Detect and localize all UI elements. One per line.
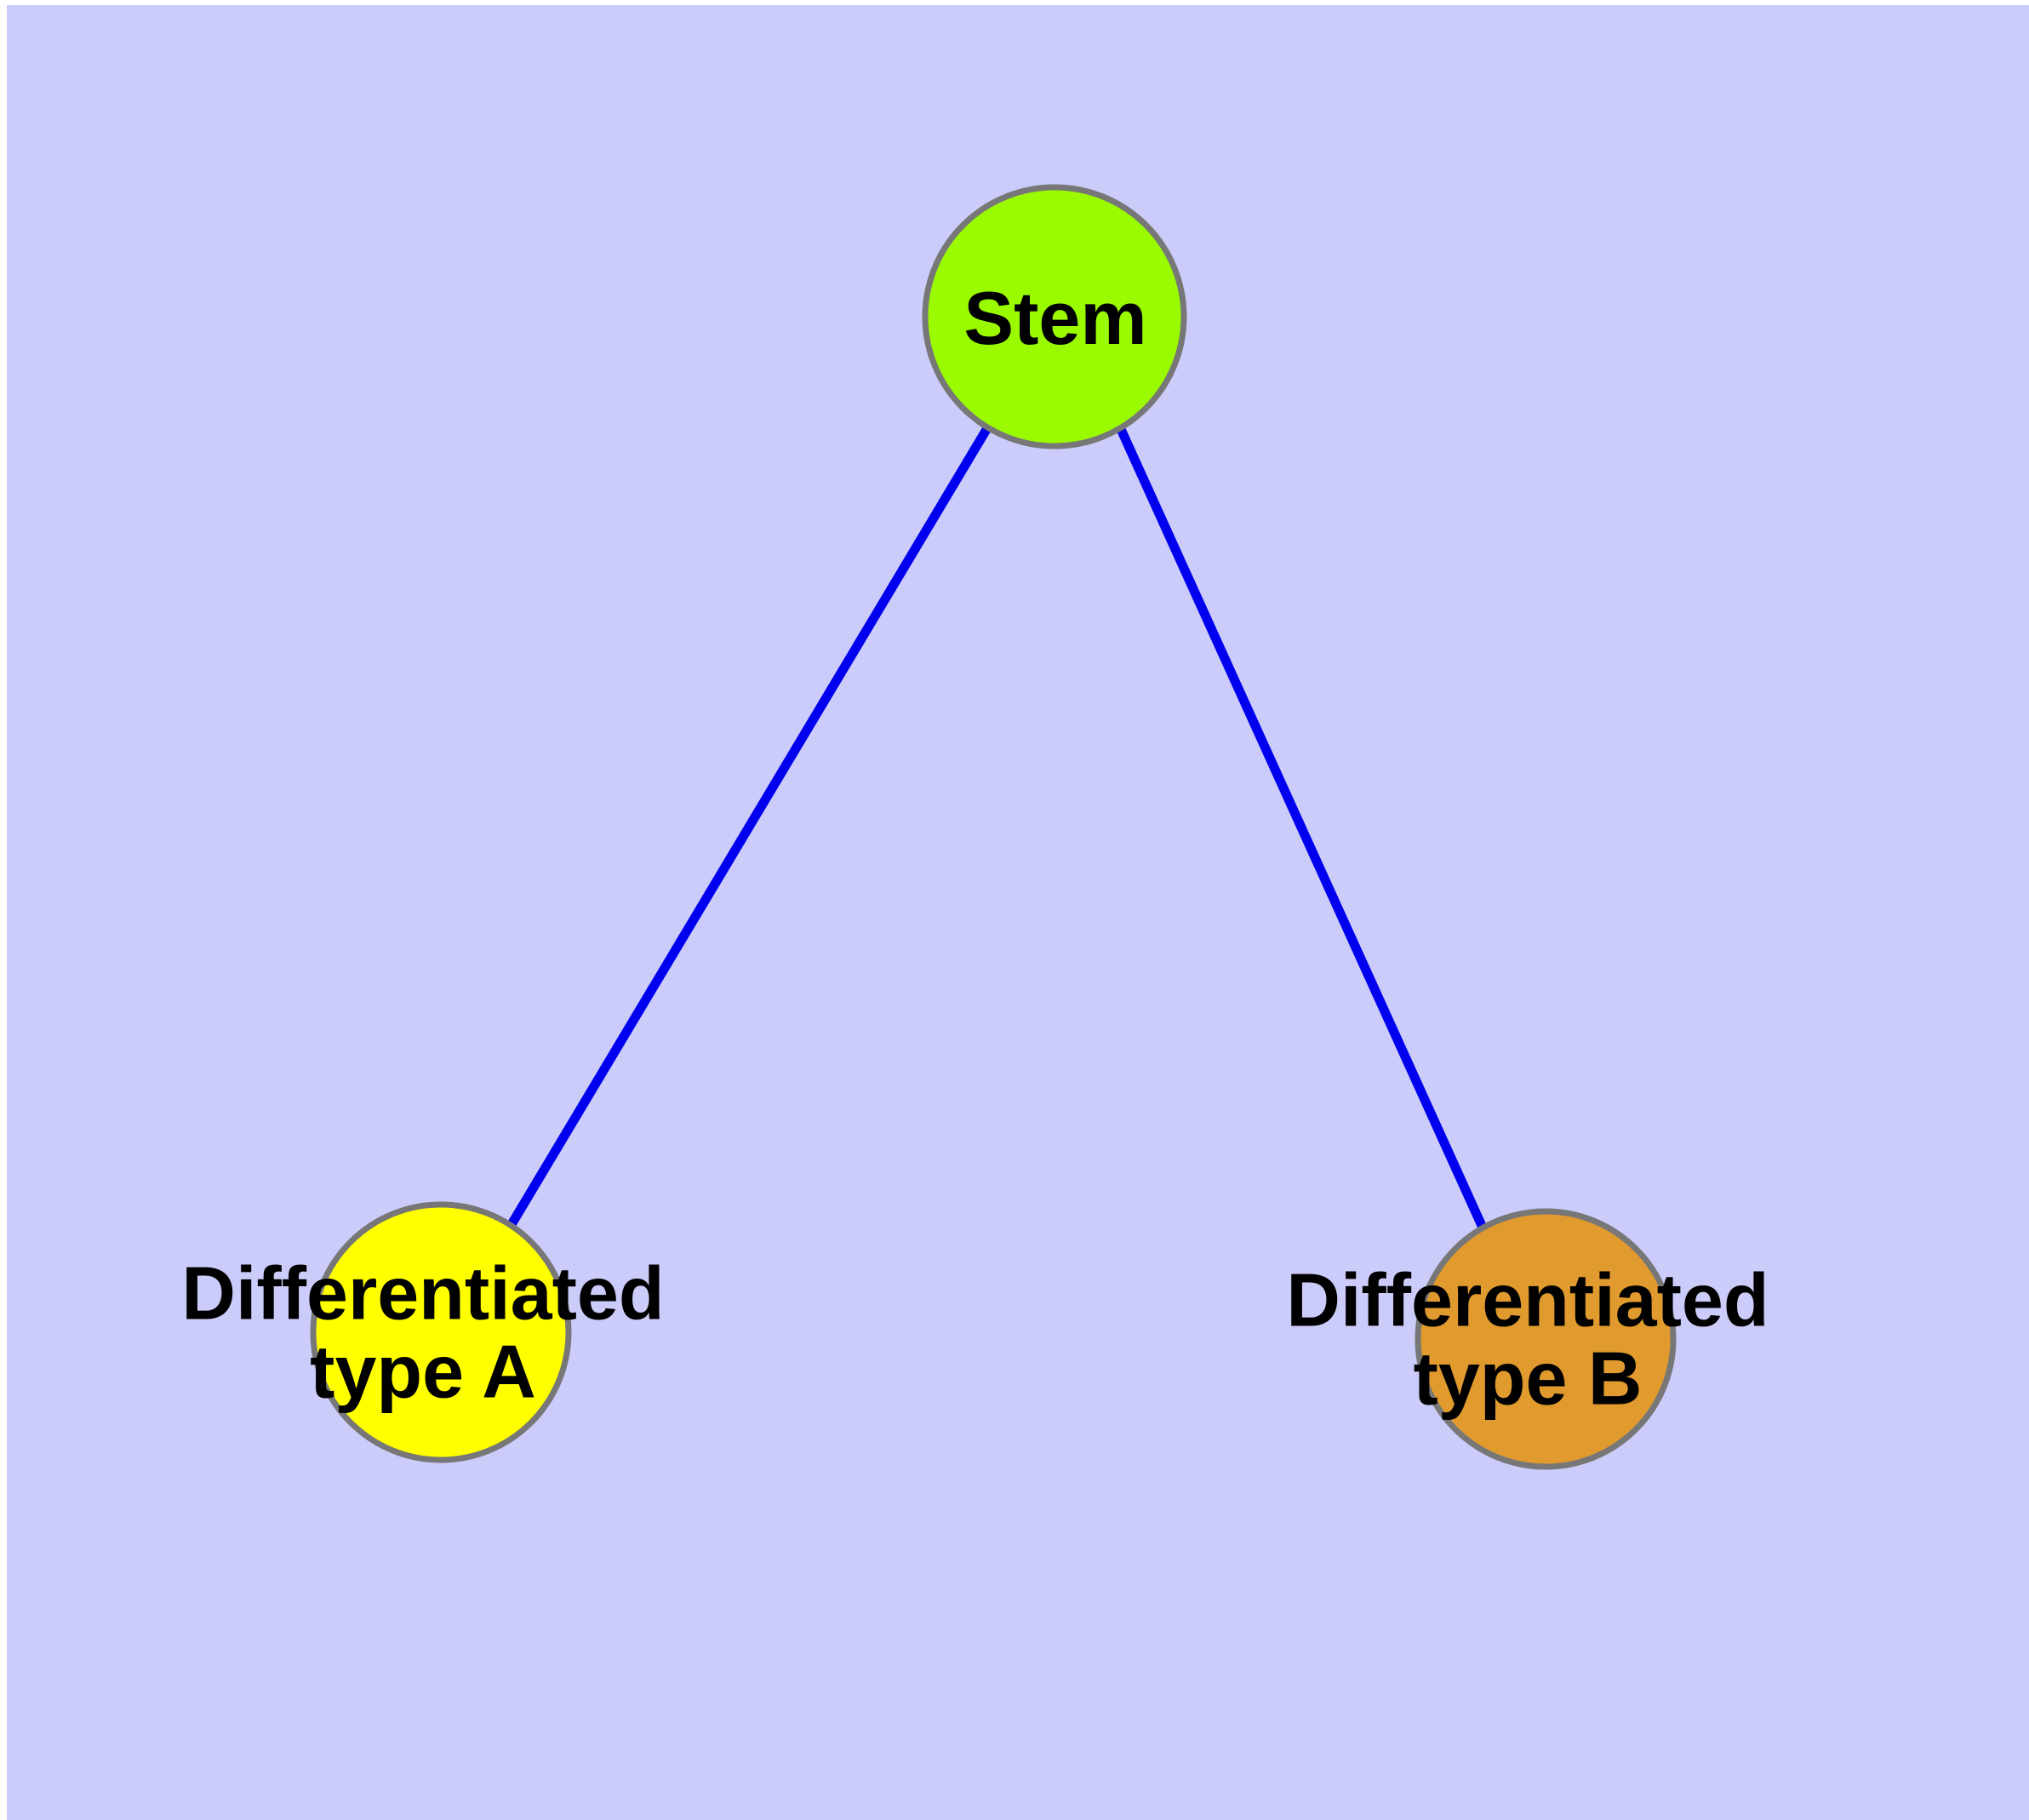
- edge-layer: [506, 425, 1488, 1230]
- node-layer: [310, 184, 1677, 1470]
- node-diff-a[interactable]: [310, 1201, 572, 1463]
- node-diff-b[interactable]: [1415, 1208, 1677, 1470]
- edge-stem-to-diff-a[interactable]: [506, 426, 992, 1228]
- node-stem[interactable]: [922, 184, 1187, 449]
- edge-stem-to-diff-b[interactable]: [1115, 425, 1488, 1230]
